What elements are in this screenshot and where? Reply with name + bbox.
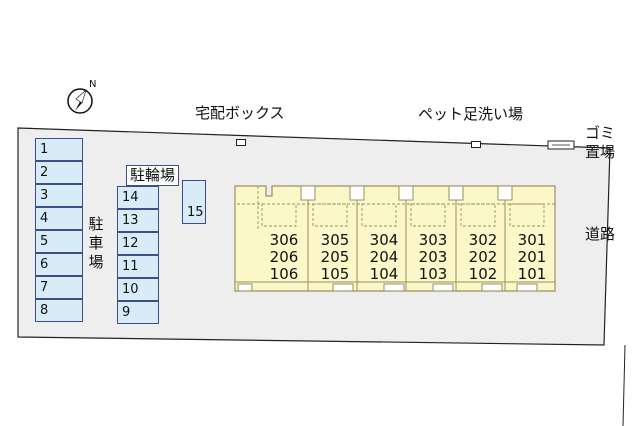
- unit-number: 304: [369, 231, 399, 249]
- parking-slot-9: 9: [117, 301, 159, 324]
- compass-north-label: N: [89, 79, 97, 90]
- unit-number: 301: [517, 231, 547, 249]
- road-label: 道路: [585, 225, 616, 243]
- unit-number: 104: [369, 265, 399, 283]
- unit-number: 101: [517, 265, 547, 283]
- parking-slot-4: 4: [35, 207, 83, 230]
- parking-slot-12: 12: [117, 232, 159, 255]
- unit-number: 106: [269, 265, 299, 283]
- parking-label: 駐車場: [88, 215, 104, 271]
- unit-number: 201: [517, 248, 547, 266]
- parking-slot-7: 7: [35, 276, 83, 299]
- unit-number: 204: [369, 248, 399, 266]
- unit-number: 306: [269, 231, 299, 249]
- unit-number: 103: [418, 265, 448, 283]
- road-line: [622, 344, 626, 426]
- parking-slot-3: 3: [35, 184, 83, 207]
- unit-number: 206: [269, 248, 299, 266]
- parking-slot-8: 8: [35, 299, 83, 322]
- bicycle-parking-label: 駐輪場: [126, 165, 180, 186]
- parking-slot-13: 13: [117, 209, 159, 232]
- delivery-box-label: 宅配ボックス: [195, 104, 285, 122]
- unit-number: 105: [320, 265, 350, 283]
- apartment-building: [234, 185, 556, 292]
- parking-slot-15: 15: [182, 180, 206, 224]
- pet-wash-icon: [471, 141, 481, 148]
- parking-slot-14: 14: [117, 186, 159, 209]
- parking-slot-11: 11: [117, 255, 159, 278]
- compass-icon: [67, 88, 93, 114]
- unit-number: 303: [418, 231, 448, 249]
- parking-slot-5: 5: [35, 230, 83, 253]
- unit-number: 102: [468, 265, 498, 283]
- parking-slot-1: 1: [35, 138, 83, 161]
- unit-number: 305: [320, 231, 350, 249]
- pet-wash-label: ペット足洗い場: [418, 105, 524, 123]
- parking-slot-10: 10: [117, 278, 159, 301]
- unit-number: 302: [468, 231, 498, 249]
- unit-number: 205: [320, 248, 350, 266]
- parking-slot-2: 2: [35, 161, 83, 184]
- parking-slot-6: 6: [35, 253, 83, 276]
- unit-number: 203: [418, 248, 448, 266]
- unit-number: 202: [468, 248, 498, 266]
- garbage-label: ゴミ置場: [585, 124, 616, 161]
- delivery-box-icon: [236, 139, 246, 146]
